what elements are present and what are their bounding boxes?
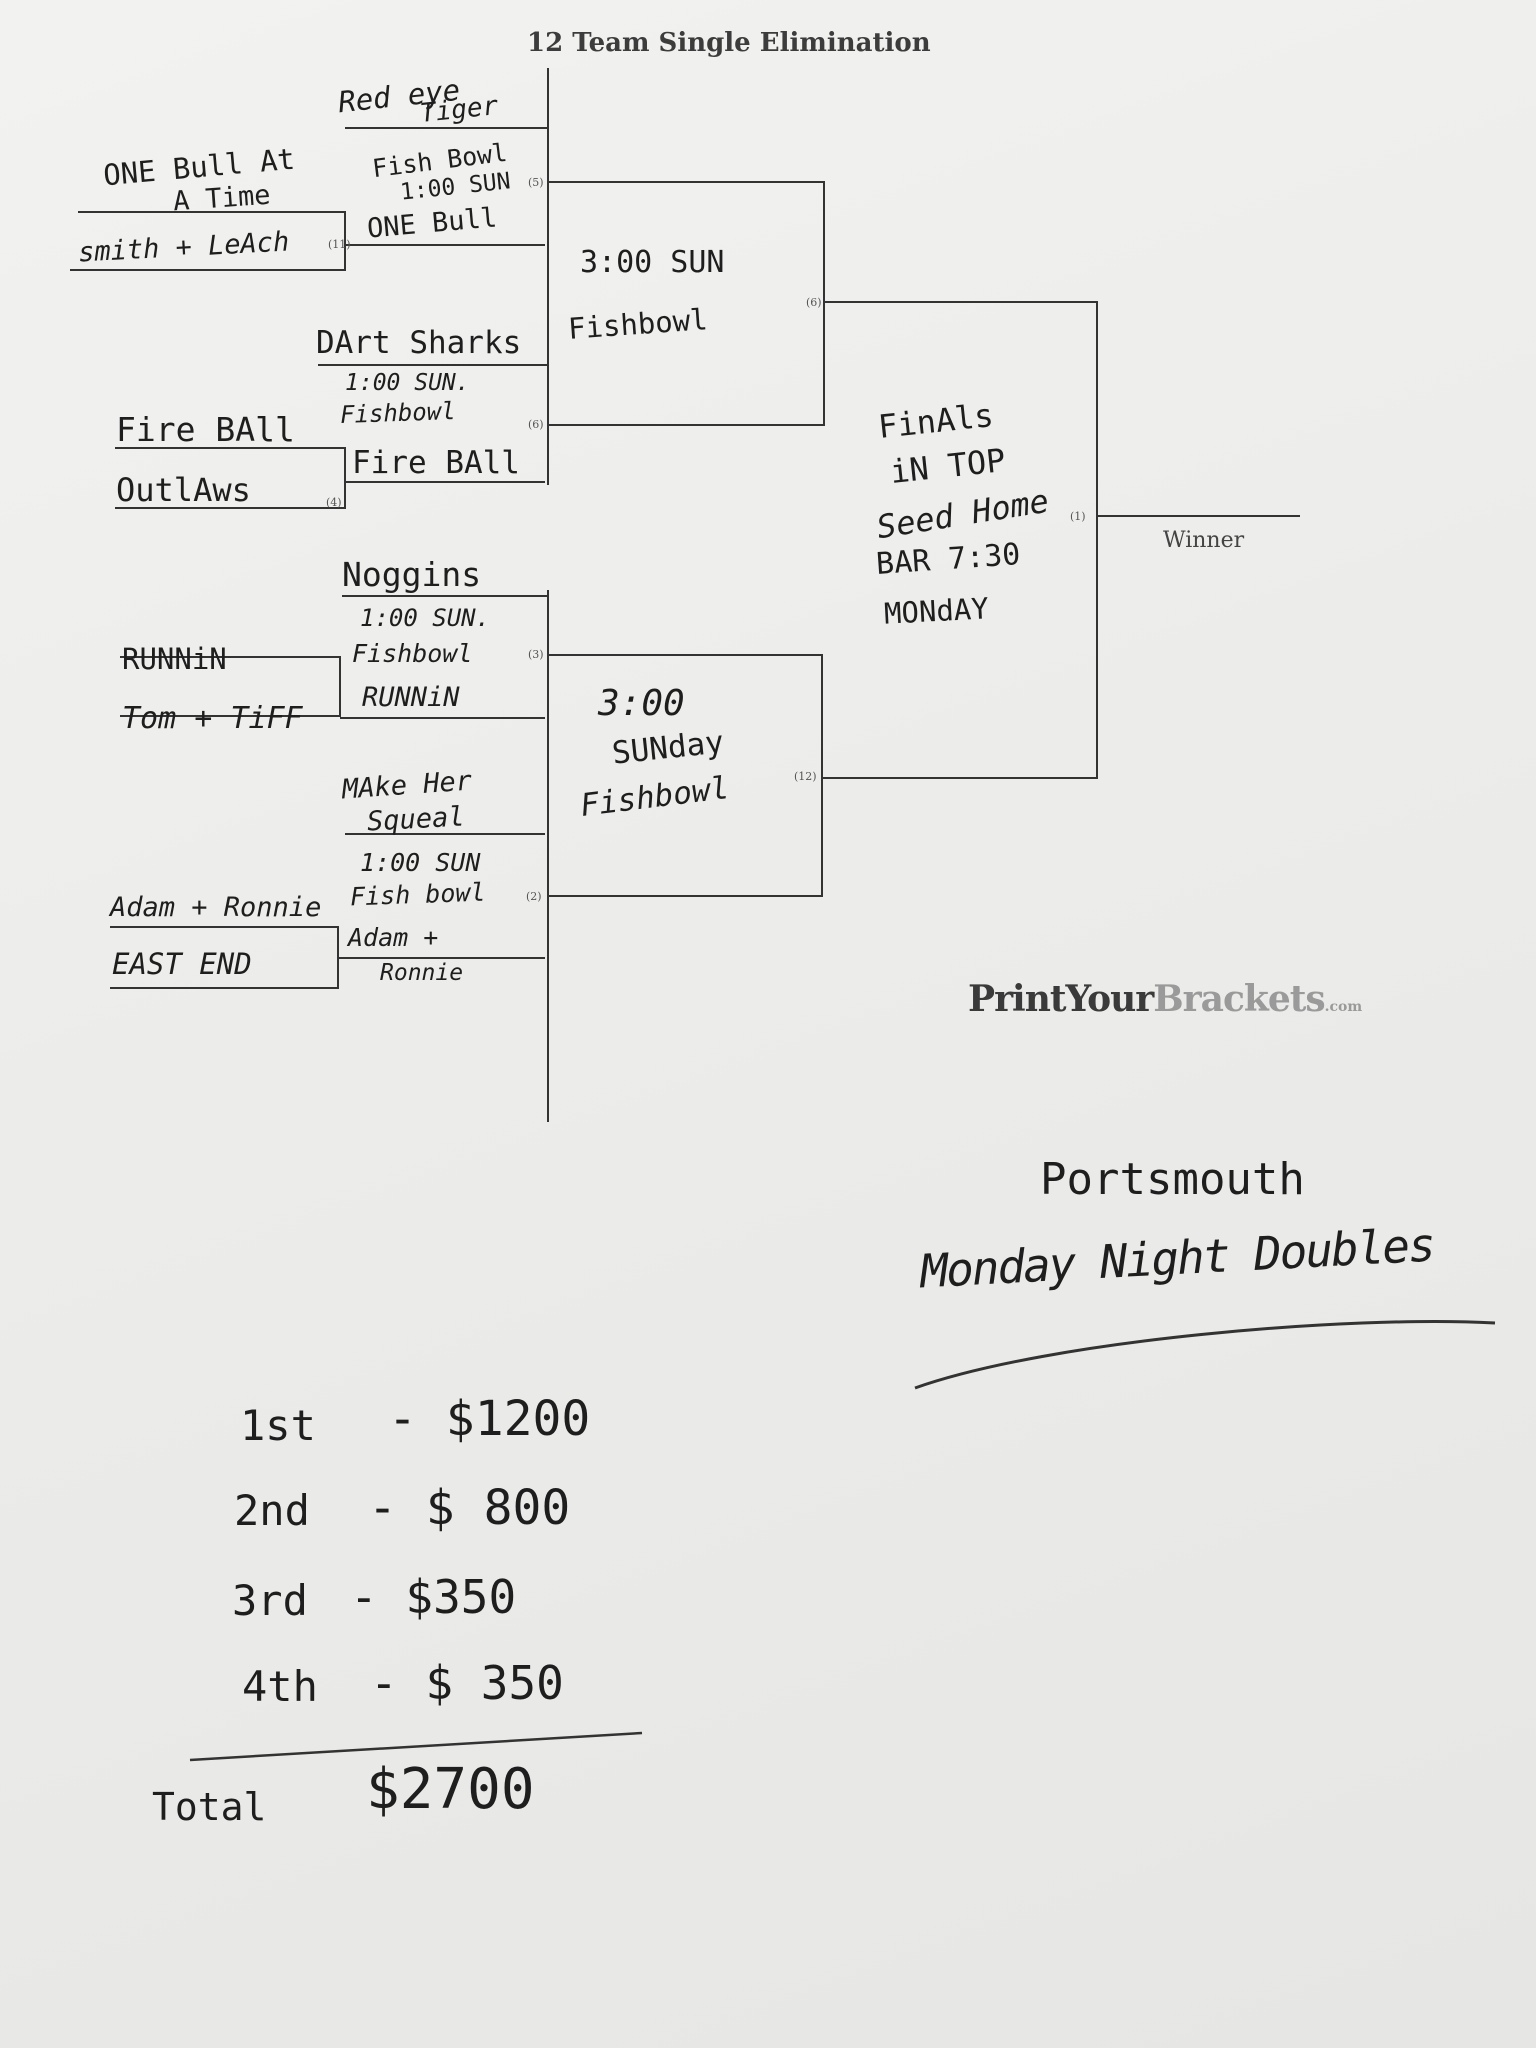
team-adam-ronnie: Adam + Ronnie <box>110 892 322 923</box>
match2-time: 1:00 SUN. <box>345 370 470 396</box>
prize-amount-3: - $350 <box>350 1570 517 1624</box>
match3-time: 1:00 SUN. <box>360 604 491 632</box>
round1-match-a <box>70 211 346 271</box>
r2-to-r3-1 <box>548 181 825 426</box>
bracket-title: 12 Team Single Elimination <box>527 28 931 58</box>
prize-amount-4: - $ 350 <box>370 1656 564 1710</box>
prize-place-1: 1st <box>240 1401 316 1450</box>
seed-marker: (5) <box>528 176 544 189</box>
team-make-her-squeal-line2: Squeal <box>366 801 466 838</box>
match2-venue: Fishbowl <box>339 396 457 430</box>
event-title-line1: Portsmouth <box>1040 1154 1305 1205</box>
semi1-time: 3:00 SUN <box>580 245 725 280</box>
team-dart-sharks: DArt Sharks <box>316 325 522 361</box>
match4-venue: Fish bowl <box>349 877 486 912</box>
prize-amount-1: - $1200 <box>388 1391 591 1447</box>
seed-marker: (2) <box>526 890 542 903</box>
match4-winner-line2: Ronnie <box>380 960 464 986</box>
team-east-end: EAST END <box>112 947 252 981</box>
team-red-eye-tiger-line2: Tiger <box>418 90 500 130</box>
match2-winner: Fire BAll <box>352 445 520 481</box>
team-noggins: Noggins <box>342 555 482 594</box>
match4-time: 1:00 SUN <box>360 848 481 877</box>
r2-to-r3-2 <box>548 654 823 897</box>
prize-place-2: 2nd <box>234 1486 310 1535</box>
r3-to-final <box>822 301 1098 779</box>
seed-marker: (6) <box>528 418 544 431</box>
team-tom-tiff: Tom + TiFF <box>122 701 303 736</box>
total-rule <box>189 1731 643 1762</box>
match3-venue: Fishbowl <box>352 639 473 668</box>
prize-total-amount: $2700 <box>366 1757 535 1822</box>
prize-total-label: Total <box>152 1785 267 1829</box>
semi2-time: 3:00 <box>598 683 685 724</box>
seed-marker: (1) <box>1070 510 1086 523</box>
seed-marker: (4) <box>326 496 342 509</box>
prize-place-3: 3rd <box>232 1576 308 1625</box>
prize-amount-2: - $ 800 <box>368 1480 571 1536</box>
team-one-bull-line2: A Time <box>172 179 272 218</box>
seed-marker: (6) <box>806 296 822 309</box>
match3-winner: RUNNiN <box>362 682 460 713</box>
team-fire-ball: Fire BAll <box>116 410 295 449</box>
logo-part3: .com <box>1324 999 1363 1015</box>
match4-winner-line1: Adam + <box>348 923 439 952</box>
logo-part1: PrintYour <box>968 978 1154 1020</box>
team-runnin: RUNNiN <box>122 642 227 676</box>
finals-note-line5: MONdAY <box>883 591 990 631</box>
seed-marker: (12) <box>794 770 817 783</box>
printyourbrackets-logo: PrintYourBrackets.com <box>968 978 1362 1020</box>
seed-marker: (11) <box>328 238 351 251</box>
team-outlaws: OutlAws <box>116 471 251 509</box>
prize-place-4: 4th <box>242 1662 318 1711</box>
logo-part2: Brackets <box>1153 978 1325 1020</box>
winner-label: Winner <box>1163 528 1245 553</box>
round1-match-c <box>120 656 341 717</box>
event-underline <box>914 1320 1496 1390</box>
round1-match-b <box>115 447 346 509</box>
seed-marker: (3) <box>528 648 544 661</box>
